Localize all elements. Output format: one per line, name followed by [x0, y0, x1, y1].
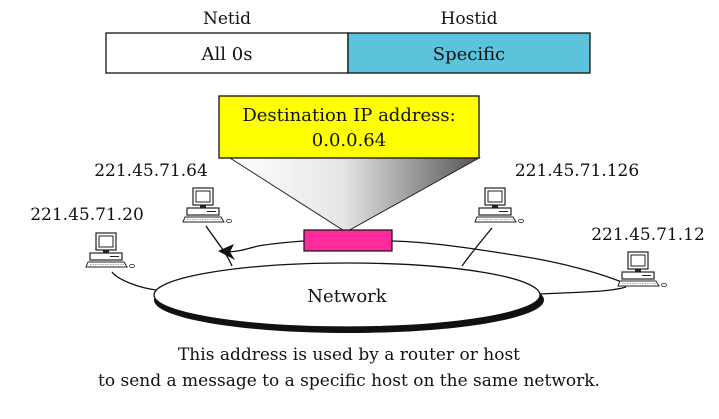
netid-box	[105, 32, 349, 74]
caption-line1: This address is used by a router or host	[178, 345, 520, 365]
computer-icon	[85, 232, 136, 269]
host-address-126: 221.45.71.126	[515, 161, 639, 181]
netid-value: All 0s	[201, 44, 253, 65]
hostid-label: Hostid	[441, 9, 498, 29]
caption-line2: to send a message to a specific host on …	[98, 371, 600, 391]
host-address-20: 221.45.71.20	[30, 205, 144, 225]
link-host-64	[205, 225, 233, 267]
link-host-12	[539, 286, 627, 295]
callout-cone	[228, 157, 481, 233]
link-host-126	[461, 227, 493, 267]
packet-path-left	[225, 240, 305, 253]
hostid-box	[347, 32, 591, 74]
callout-box	[218, 95, 480, 159]
host-address-64: 221.45.71.64	[94, 161, 208, 181]
host-address-12: 221.45.71.12	[591, 225, 705, 245]
computer-icon	[474, 187, 525, 224]
network-ellipse	[153, 262, 541, 328]
packet-path-right	[391, 240, 627, 285]
callout-line2: 0.0.0.64	[312, 130, 386, 151]
netid-label: Netid	[203, 9, 251, 29]
network-label: Network	[307, 286, 387, 307]
arrow-head-icon	[218, 244, 235, 260]
packet	[303, 229, 393, 252]
computer-icon	[617, 251, 668, 288]
hostid-value: Specific	[433, 44, 505, 65]
link-host-20	[111, 271, 157, 291]
computer-icon	[182, 187, 233, 224]
callout-line1: Destination IP address:	[242, 105, 455, 126]
